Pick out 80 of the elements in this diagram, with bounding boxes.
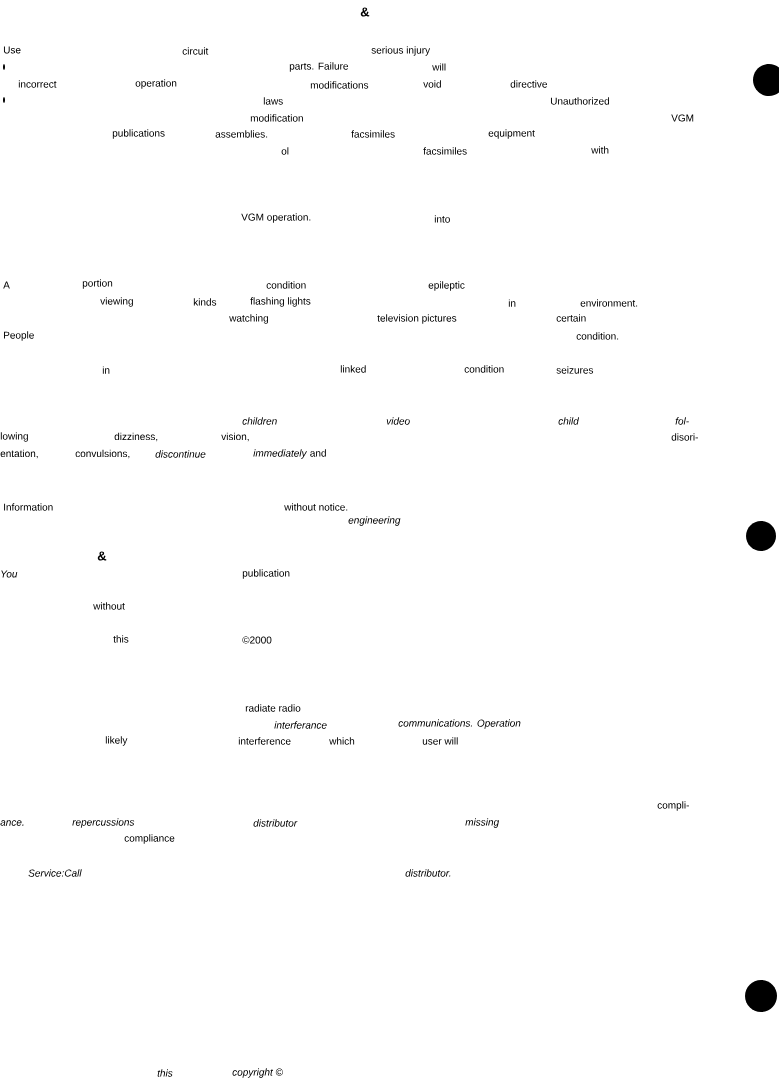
text-fragment: discontinue [155, 450, 206, 458]
text-fragment: radiate radio [245, 704, 301, 712]
text-fragment: facsimiles [423, 147, 467, 155]
text-fragment: watching [229, 314, 269, 324]
text-fragment: You [1, 570, 18, 578]
text-fragment: VGM [671, 114, 694, 122]
text-fragment: this [157, 1069, 173, 1077]
text-fragment: distributor. [405, 869, 451, 877]
text-fragment: distributor [253, 819, 298, 827]
text-fragment: lowing [0, 432, 28, 442]
text-fragment: certain [556, 314, 586, 322]
text-fragment: fol- [675, 417, 689, 425]
text-fragment: People [4, 331, 34, 341]
text-fragment: incorrect [18, 80, 57, 88]
text-fragment: A [3, 281, 10, 289]
text-fragment: viewing [100, 297, 133, 307]
text-fragment: condition [266, 281, 306, 289]
text-fragment: children [242, 417, 277, 425]
text-fragment: this [113, 635, 129, 643]
text-fragment: Information [4, 503, 53, 511]
text-fragment: directive [510, 80, 547, 88]
text-fragment: void [423, 80, 441, 88]
text-fragment: ance. [0, 820, 24, 826]
text-fragment: interferance [274, 721, 327, 729]
text-fragment: with [591, 146, 609, 154]
text-fragment: Unauthorized [551, 97, 610, 105]
text-fragment: epileptic [428, 281, 465, 291]
text-fragment: modifications [310, 81, 369, 89]
text-fragment: compli- [657, 801, 689, 811]
text-fragment: convulsions, [75, 449, 130, 459]
text-fragment: flashing lights [250, 297, 311, 307]
text-fragment: parts. Failure [289, 62, 349, 72]
text-fragment: likely [105, 736, 128, 746]
text-fragment: into [434, 215, 450, 223]
text-fragment: immediately and [253, 449, 326, 459]
text-fragment: seizures [556, 366, 594, 374]
text-fragment: repercussions [72, 818, 135, 828]
text-fragment: without notice. [284, 503, 348, 511]
text-fragment: assemblies. [215, 130, 268, 138]
text-fragment: entation, [0, 449, 38, 459]
text-fragment: modification [250, 114, 303, 122]
text-fragment: in [508, 299, 516, 307]
text-fragment: VGM operation. [241, 213, 311, 223]
text-fragment: equipment [488, 129, 535, 139]
text-fragment: Use [3, 46, 21, 54]
text-fragment: serious injury [371, 46, 431, 56]
text-fragment: laws [263, 97, 283, 105]
text-fragment: in [102, 366, 110, 374]
ampersand: & [360, 7, 370, 17]
text-fragment: user will [422, 737, 458, 745]
text-fragment: condition. [576, 332, 619, 340]
text-fragment: condition [464, 365, 504, 373]
text-fragment: circuit [182, 47, 209, 55]
text-fragment: which [329, 737, 355, 745]
text-fragment: interference [238, 737, 291, 745]
text-fragment: communications. Operation [398, 719, 521, 729]
text-fragment: without [93, 602, 125, 610]
text-fragment: publications [112, 129, 165, 139]
text-fragment: engineering [348, 516, 401, 526]
text-fragment: missing [465, 818, 499, 828]
text-fragment: Service:Call [28, 869, 82, 877]
text-fragment: will [432, 63, 446, 71]
text-fragment: dizziness, [114, 432, 158, 442]
text-fragment: television pictures [377, 314, 457, 324]
ampersand: & [97, 551, 107, 561]
text-fragment: ©2000 [242, 636, 272, 644]
text-fragment: operation [135, 79, 177, 89]
text-fragment: copyright © [232, 1068, 283, 1078]
text-fragment: child [558, 417, 580, 425]
text-fragment: disori- [671, 433, 698, 441]
text-fragment: ol [281, 147, 289, 155]
text-fragment: kinds [193, 298, 217, 306]
text-fragment: compliance [124, 834, 175, 844]
text-fragment: portion [82, 279, 113, 289]
text-fragment: video [386, 417, 410, 425]
text-fragment: facsimiles [351, 130, 395, 138]
text-fragment: linked [340, 365, 366, 373]
text-fragment: publication [242, 569, 290, 579]
text-fragment: vision, [221, 432, 249, 442]
text-fragment: environment. [580, 299, 638, 307]
